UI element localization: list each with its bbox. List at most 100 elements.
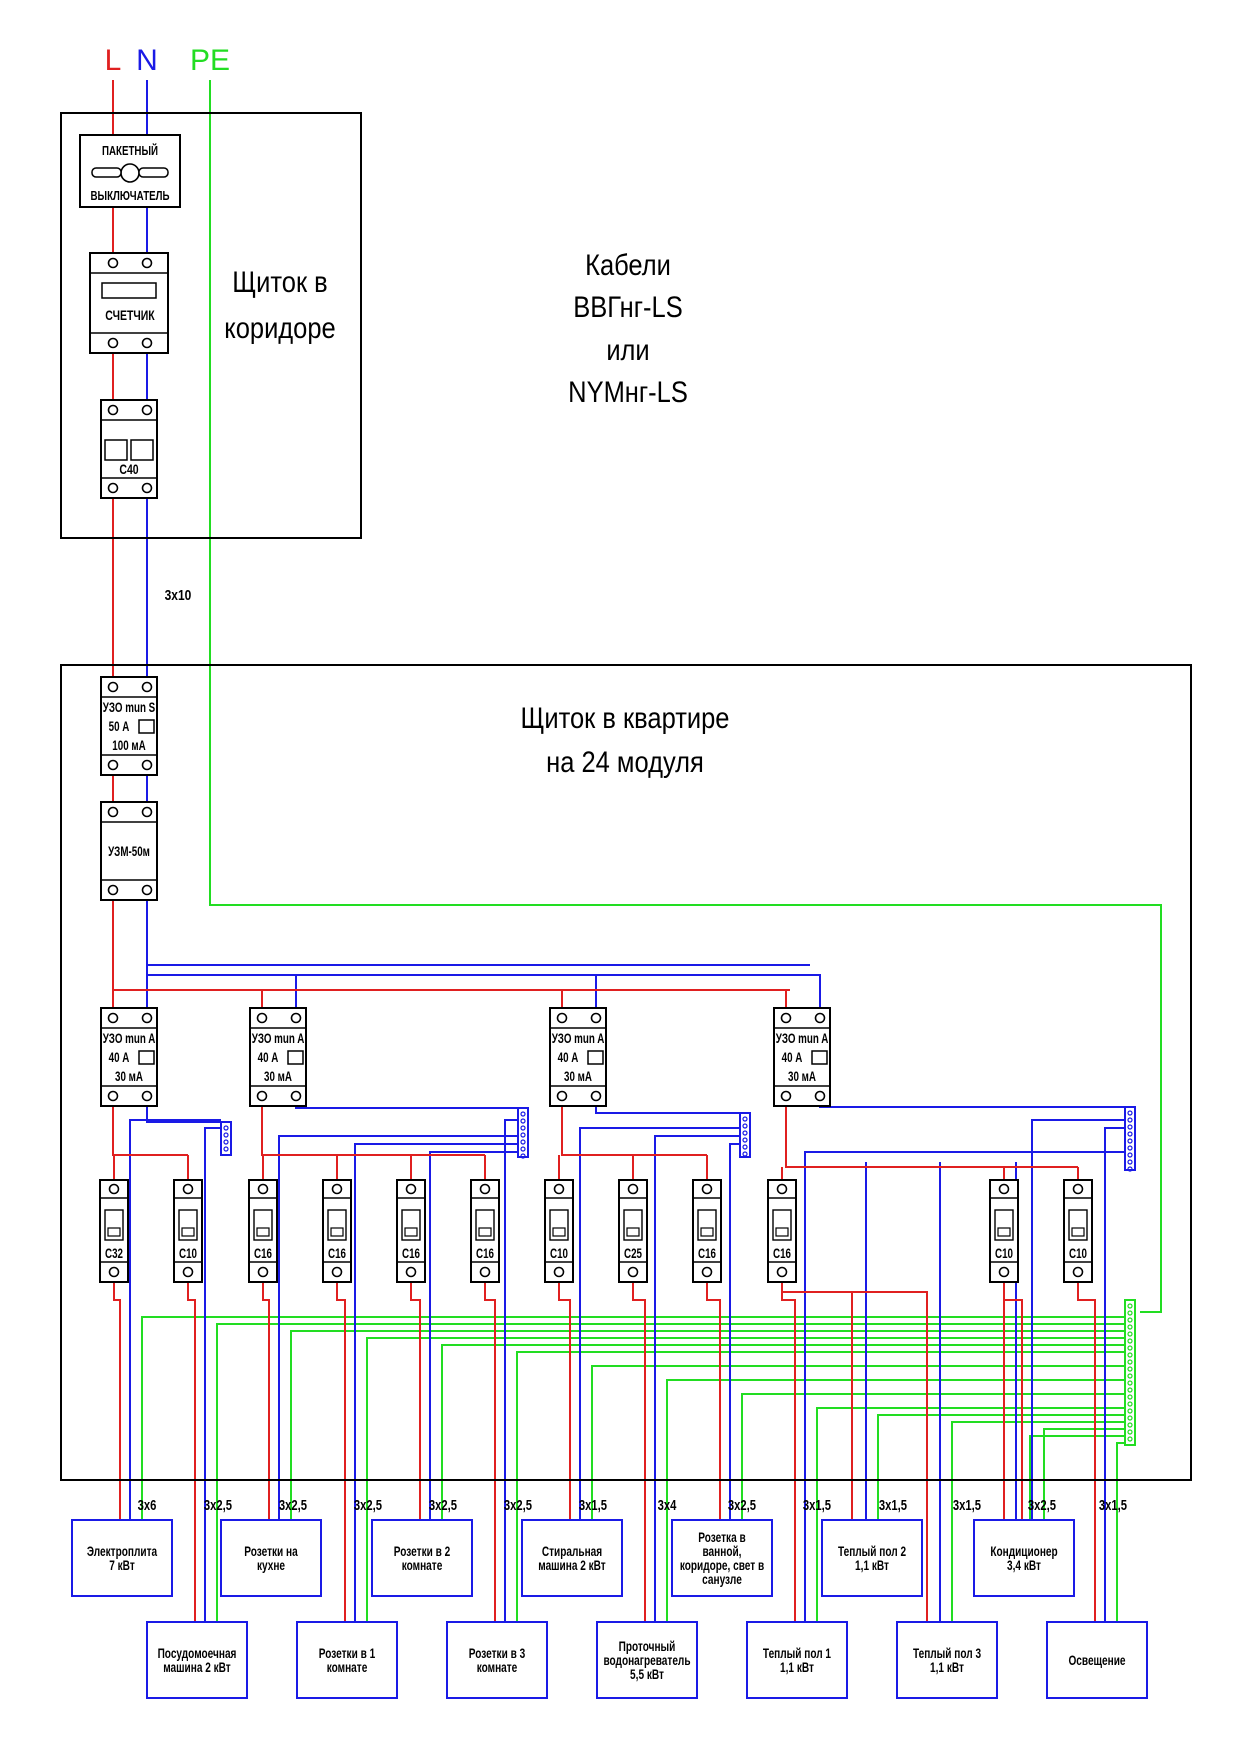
breaker-terminal — [405, 1183, 417, 1195]
electricity-meter — [89, 252, 169, 354]
circuit-phase — [1077, 1282, 1096, 1622]
load-box-top-6-label: Теплый пол 2 — [838, 1543, 906, 1559]
pe-busbar-screw — [1127, 1366, 1133, 1372]
circuit-pe — [1043, 1428, 1125, 1520]
pe-busbar-screw — [1127, 1436, 1133, 1442]
load-box-bottom-3 — [446, 1621, 548, 1699]
circuit-phase — [632, 1282, 646, 1622]
group-rcd-2-label-3: 30 мА — [264, 1068, 292, 1084]
cable-note-3: или — [606, 333, 649, 366]
breaker-terminal — [141, 404, 153, 416]
cable-size-label: 3х2,5 — [429, 1496, 457, 1513]
pe-riser — [209, 80, 1162, 1313]
breaker-rating-label: C10 — [179, 1245, 197, 1261]
breaker-toggle-handle — [1071, 1227, 1085, 1237]
group-phase-rail — [112, 1106, 188, 1156]
breaker-terminal — [1072, 1183, 1084, 1195]
neutral-busbar-1-screw — [223, 1125, 229, 1131]
pe-busbar-screw — [1127, 1345, 1133, 1351]
circuit-phase — [113, 1282, 121, 1520]
breaker-toggle-handle — [552, 1227, 566, 1237]
floor3-pe — [951, 1421, 1125, 1622]
load-box-top-6 — [821, 1519, 923, 1597]
circuit-pe — [666, 1379, 1125, 1622]
relay-terminal — [107, 806, 119, 818]
breaker-toggle — [130, 439, 154, 461]
circuit-neutral — [804, 1151, 1125, 1622]
breaker-terminal — [701, 1183, 713, 1195]
pe-busbar-screw — [1127, 1317, 1133, 1323]
pe-busbar-screw — [1127, 1422, 1133, 1428]
neutral-busbar-3 — [739, 1112, 751, 1158]
group-rcd-3-terminal — [590, 1012, 602, 1024]
neutral-distribution-bus-a — [146, 900, 821, 1010]
group-rcd-3-label-2: 40 А — [558, 1049, 579, 1065]
circuit-phase — [781, 1282, 796, 1622]
breaker-terminal — [182, 1183, 194, 1195]
neutral-busbar-3-screw — [742, 1144, 748, 1150]
circuit-phase — [484, 1282, 496, 1622]
circuit-pe — [441, 1344, 1125, 1520]
group-rcd-4-terminal — [780, 1012, 792, 1024]
group-phase-rail — [785, 1106, 1078, 1168]
floor-phase-loop — [781, 1282, 928, 1622]
group-rcd-2-terminal — [290, 1012, 302, 1024]
load-box-top-5-label: Розетка в — [698, 1529, 746, 1545]
cable-size-label: 3х1,5 — [1099, 1496, 1127, 1513]
circuit-neutral — [354, 1143, 518, 1622]
neutral-busbar-4 — [1124, 1106, 1136, 1171]
meter-terminal — [107, 337, 119, 349]
cable-note-2: ВВГнг-LS — [573, 290, 682, 323]
breaker-terminal — [627, 1183, 639, 1195]
breaker-terminal — [998, 1183, 1010, 1195]
load-box-bottom-6 — [896, 1621, 998, 1699]
load-box-top-2-label: кухне — [257, 1557, 285, 1573]
load-box-bottom-1-label: машина 2 кВт — [163, 1659, 231, 1675]
circuit-neutral — [1031, 1119, 1125, 1520]
neutral-busbar-2-screw — [520, 1118, 526, 1124]
neutral-distribution-bus-b — [146, 960, 810, 966]
neutral-busbar-1-screw — [223, 1132, 229, 1138]
circuit-neutral — [129, 1119, 221, 1520]
load-box-bottom-6-label: Теплый пол 3 — [913, 1645, 981, 1661]
load-box-top-4-label: машина 2 кВт — [538, 1557, 606, 1573]
load-box-bottom-4-label: водонагреватель — [603, 1652, 690, 1668]
neutral-busbar-4-screw — [1127, 1131, 1133, 1137]
circuit-pe — [516, 1351, 1125, 1622]
apartment-panel-title-1: Щиток в квартире — [520, 701, 729, 734]
pe-busbar-screw — [1127, 1429, 1133, 1435]
main-rcd-terminal — [141, 681, 153, 693]
neutral-busbar-4-screw — [1127, 1159, 1133, 1165]
neutral-busbar-2-screw — [520, 1146, 526, 1152]
pe-busbar-screw — [1127, 1408, 1133, 1414]
circuit-pe — [216, 1323, 1125, 1622]
breaker-toggle-handle — [775, 1227, 789, 1237]
cable-size-label: 3х1,5 — [953, 1496, 981, 1513]
load-box-top-1 — [71, 1519, 173, 1597]
supply-label-pe: PE — [190, 44, 230, 77]
load-box-top-3-label: комнате — [402, 1557, 443, 1573]
circuit-pe — [366, 1337, 1125, 1622]
circuit-neutral — [278, 1135, 518, 1520]
load-box-top-1-label: Электроплита — [87, 1543, 157, 1559]
group-rcd-2-label-1: УЗО mun A — [252, 1030, 305, 1046]
cable-size-label: 3х2,5 — [279, 1496, 307, 1513]
circuit-neutral — [729, 1143, 740, 1520]
load-box-top-7-label: 3,4 кВт — [1007, 1557, 1041, 1573]
group-rcd-1 — [100, 1007, 158, 1107]
load-box-bottom-1 — [146, 1621, 248, 1699]
neutral-busbar-4-screw — [1127, 1110, 1133, 1116]
main-rcd-terminal — [107, 759, 119, 771]
group-rcd-2-terminal — [256, 1090, 268, 1102]
pe-busbar-screw — [1127, 1338, 1133, 1344]
group-rcd-1-terminal — [141, 1012, 153, 1024]
neutral-busbar-4-screw — [1127, 1138, 1133, 1144]
breaker-rating-label: C32 — [105, 1245, 123, 1261]
breaker-toggle-handle — [478, 1227, 492, 1237]
pe-busbar-screw — [1127, 1310, 1133, 1316]
pe-busbar-screw — [1127, 1380, 1133, 1386]
breaker-rating-label: C16 — [773, 1245, 791, 1261]
circuit-phase — [706, 1282, 721, 1520]
load-box-bottom-4-label: 5,5 кВт — [630, 1666, 664, 1682]
breaker-toggle-handle — [330, 1227, 344, 1237]
